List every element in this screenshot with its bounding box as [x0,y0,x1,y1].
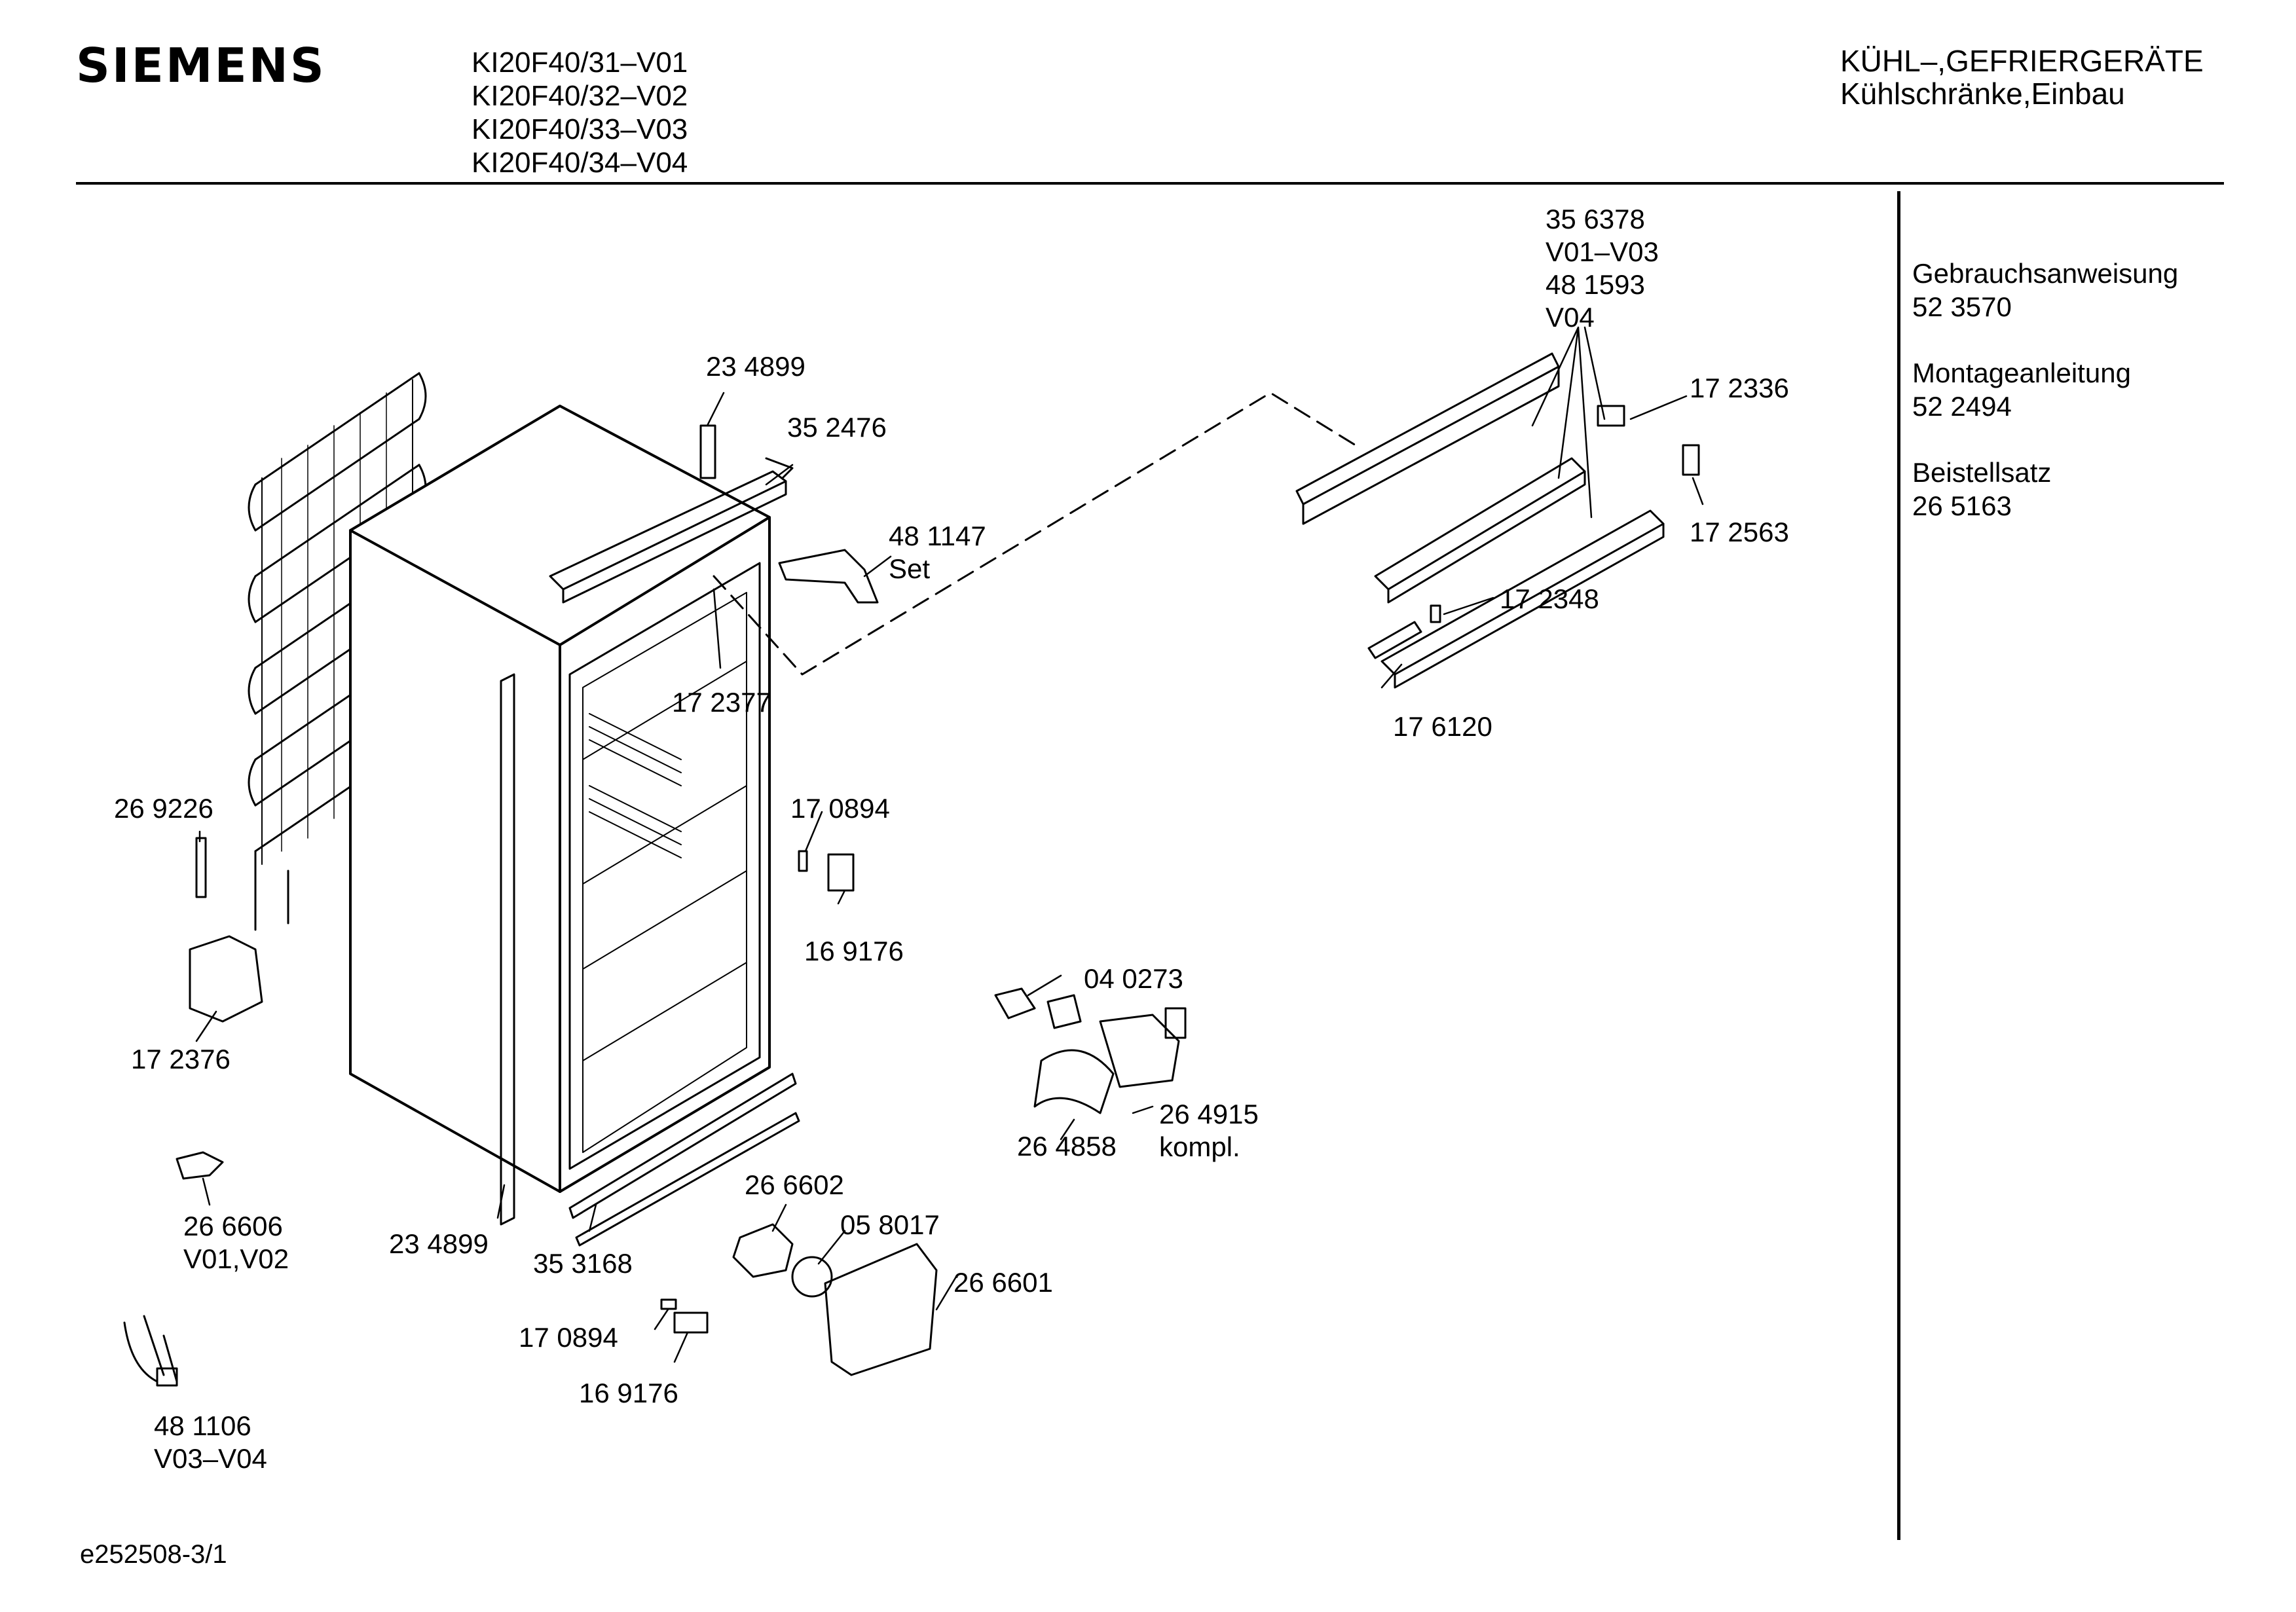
cabinet-body [350,406,769,1224]
part-label-040273: 04 0273 [1084,963,1183,994]
bottom-rail [570,1074,796,1218]
part-label-172563: 17 2563 [1690,517,1789,547]
part-label-170894-a: 17 0894 [790,793,890,824]
thermostat-housing [825,1244,936,1375]
small-cover [828,854,853,890]
leader-lines [196,327,1703,1362]
part-label-269226: 26 9226 [114,793,213,824]
document-name: Gebrauchsanweisung [1912,258,2179,289]
category-subtitle: Kühlschränke,Einbau [1840,77,2125,111]
part-label-266606: 26 6606 V01,V02 [183,1211,289,1274]
document-name: Montageanleitung [1912,357,2131,388]
part-label-176120: 17 6120 [1393,711,1492,742]
thermostat-knob [792,1257,832,1296]
part-label-172336: 17 2336 [1690,373,1789,403]
power-cable [124,1316,177,1382]
part-label-172348: 17 2348 [1500,583,1599,614]
part-label-352476: 35 2476 [787,412,887,443]
lamp-holder [1048,995,1081,1028]
small-cover [675,1313,707,1332]
part-label-172377: 17 2377 [672,687,771,718]
part-label-266602: 26 6602 [745,1169,844,1200]
part-label-266601: 26 6601 [954,1267,1053,1298]
model-number: KI20F40/31–V01 [472,46,688,79]
model-list: KI20F40/31–V01 KI20F40/32–V02 KI20F40/33… [472,46,688,179]
thermostat-capillary [196,838,206,897]
part-label-169176-a: 16 9176 [804,936,904,966]
part-label-234899-top: 23 4899 [706,351,805,382]
hinge [779,550,878,602]
part-label-264915: 26 4915 kompl. [1159,1099,1259,1162]
compressor-relay [190,936,262,1021]
model-number: KI20F40/33–V03 [472,113,688,145]
part-label-481147: 48 1147 Set [889,521,986,584]
part-label-234899-bottom: 23 4899 [389,1228,489,1259]
part-label-058017: 05 8017 [840,1209,940,1240]
base-strip [576,1113,799,1245]
part-label-172376: 17 2376 [131,1044,231,1074]
document-list: Gebrauchsanweisung 52 3570 Montageanleit… [1912,257,2178,522]
light-switch [1166,1008,1185,1038]
light-housing [1100,1015,1179,1087]
document-number: 52 2494 [1912,391,2012,422]
dashed-leader [714,393,1356,674]
drawing-id: e252508-3/1 [80,1540,227,1569]
model-number: KI20F40/34–V04 [472,147,688,179]
category-block: KÜHL–,GEFRIERGERÄTE Kühlschränke,Einbau [1840,45,2204,110]
lamp-cover [1035,1050,1113,1113]
document-name: Beistellsatz [1912,457,2052,488]
part-label-356378: 35 6378 V01–V03 48 1593 V04 [1546,204,1659,333]
model-number: KI20F40/32–V02 [472,80,688,112]
lamp-bulb [995,989,1035,1018]
small-clip [661,1300,676,1309]
control-panel-assembly [1297,354,1699,687]
overload-protector [177,1152,223,1179]
brand-logo: SIEMENS [76,38,326,93]
part-label-169176-b: 16 9176 [579,1378,678,1408]
part-label-353168: 35 3168 [533,1248,633,1279]
small-clip [799,851,807,871]
sidebar-divider [1897,191,1900,1540]
document-number: 26 5163 [1912,490,2012,521]
part-label-264858: 26 4858 [1017,1131,1117,1162]
connector [157,1368,177,1385]
part-label-481106: 48 1106 V03–V04 [154,1410,267,1474]
part-label-170894-b: 17 0894 [519,1322,618,1353]
document-number: 52 3570 [1912,291,2012,322]
category-title: KÜHL–,GEFRIERGERÄTE [1840,44,2204,78]
thermostat [733,1224,792,1277]
header-rule [76,182,2224,185]
